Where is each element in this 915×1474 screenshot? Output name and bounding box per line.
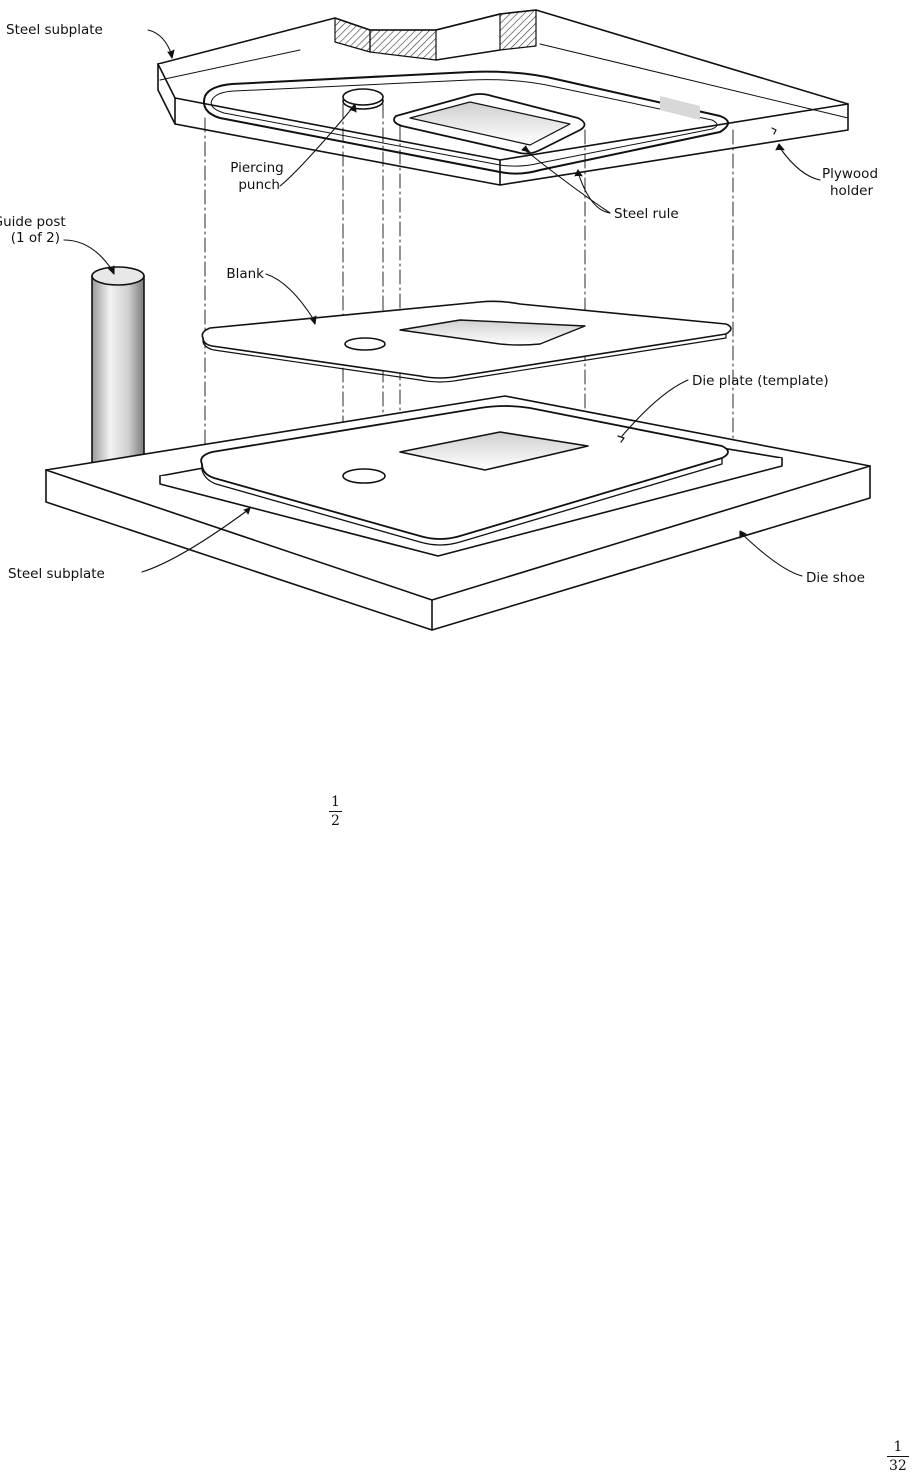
fraction-numerator: 1 [891, 1440, 904, 1456]
label-piercing-punch: Piercing punch [230, 160, 288, 193]
steel-rule-die-exploded-diagram: Steel subplate Piercing punch Plywood ho… [0, 0, 915, 640]
blank-pierced-hole [345, 338, 385, 350]
label-die-shoe: Die shoe [806, 570, 865, 586]
label-steel-rule: Steel rule [614, 206, 679, 222]
upper-die-assembly [158, 10, 848, 185]
guide-post [92, 267, 144, 478]
label-steel-subplate-bottom: Steel subplate [8, 566, 105, 582]
fraction-denominator: 2 [329, 812, 342, 828]
fraction-one-half: 1 2 [329, 795, 342, 828]
die-plate-hole [343, 469, 385, 483]
fraction-one-thirty-second: 1 32 [887, 1440, 909, 1473]
label-blank: Blank [226, 266, 264, 282]
label-steel-subplate-top: Steel subplate [6, 22, 103, 38]
label-plywood-holder: Plywood holder [822, 166, 882, 199]
label-die-plate-template: Die plate (template) [692, 373, 829, 389]
blank [202, 301, 731, 382]
label-guide-post: Guide post (1 of 2) [0, 214, 70, 246]
fraction-numerator: 1 [329, 795, 342, 811]
fraction-denominator: 32 [887, 1457, 909, 1473]
